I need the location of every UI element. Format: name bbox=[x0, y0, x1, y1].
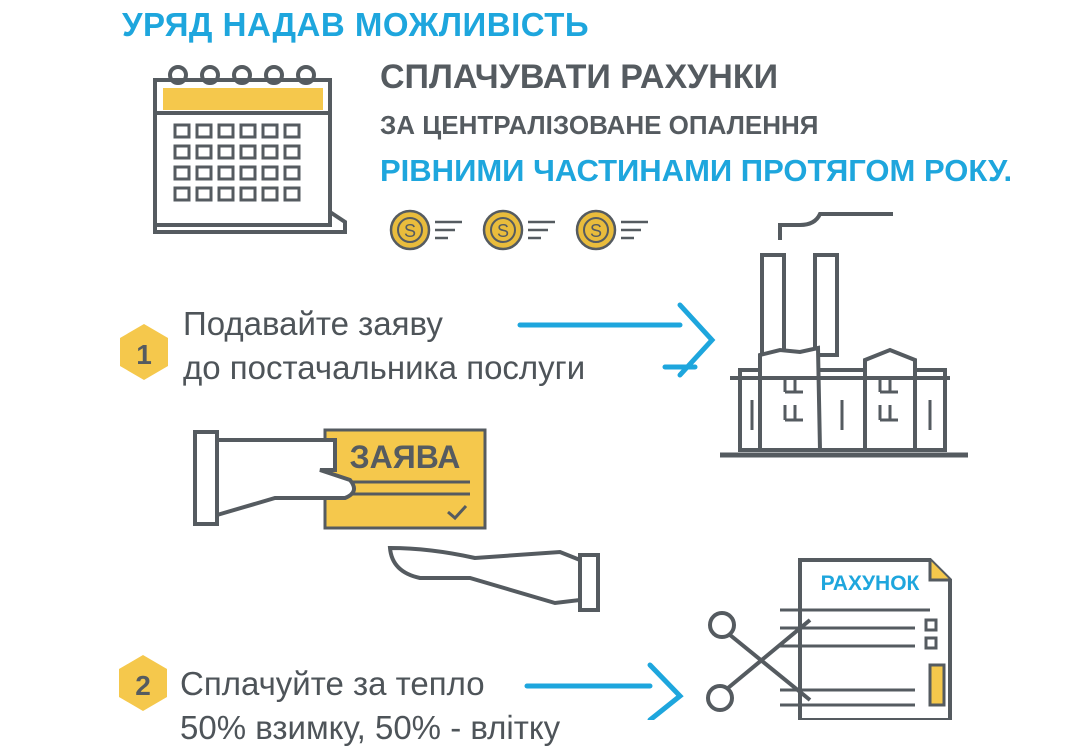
coin-symbol: S bbox=[590, 221, 602, 241]
infographic-illustrations: S S S 1 bbox=[119, 65, 968, 720]
headline-sub: ЗА ЦЕНТРАЛІЗОВАНЕ ОПАЛЕННЯ bbox=[380, 110, 819, 140]
arrow-right-icon bbox=[517, 302, 716, 378]
step-2-number: 2 bbox=[135, 670, 151, 701]
hand-with-application-icon: ЗАЯВА bbox=[193, 428, 600, 612]
application-label: ЗАЯВА bbox=[350, 439, 461, 475]
coin-icon: S bbox=[389, 209, 462, 251]
step-1-text: Подавайте заяву до постачальника послуги bbox=[183, 302, 585, 390]
factory-icon bbox=[720, 212, 968, 458]
arrow-right-icon bbox=[524, 662, 684, 720]
headline-emphasis: РІВНИМИ ЧАСТИНАМИ ПРОТЯГОМ РОКУ. bbox=[380, 153, 1013, 188]
step-2-badge: 2 bbox=[119, 655, 167, 711]
step-2-line-1: Сплачуйте за тепло bbox=[180, 665, 485, 702]
invoice-scissors-icon: РАХУНОК bbox=[706, 558, 952, 720]
headline-top: УРЯД НАДАВ МОЖЛИВІСТЬ bbox=[122, 6, 590, 43]
coin-symbol: S bbox=[497, 221, 509, 241]
coin-icons: S S S bbox=[389, 209, 648, 251]
step-1-number: 1 bbox=[136, 339, 152, 370]
coin-symbol: S bbox=[404, 221, 416, 241]
step-1-badge: 1 bbox=[120, 324, 168, 380]
calendar-icon bbox=[153, 65, 347, 234]
step-1-line-2: до постачальника послуги bbox=[183, 349, 586, 386]
invoice-label: РАХУНОК bbox=[821, 572, 920, 595]
step-1-line-1: Подавайте заяву bbox=[183, 305, 443, 342]
coin-icon: S bbox=[482, 209, 555, 251]
headline-main: СПЛАЧУВАТИ РАХУНКИ bbox=[380, 58, 779, 96]
coin-icon: S bbox=[575, 209, 648, 251]
